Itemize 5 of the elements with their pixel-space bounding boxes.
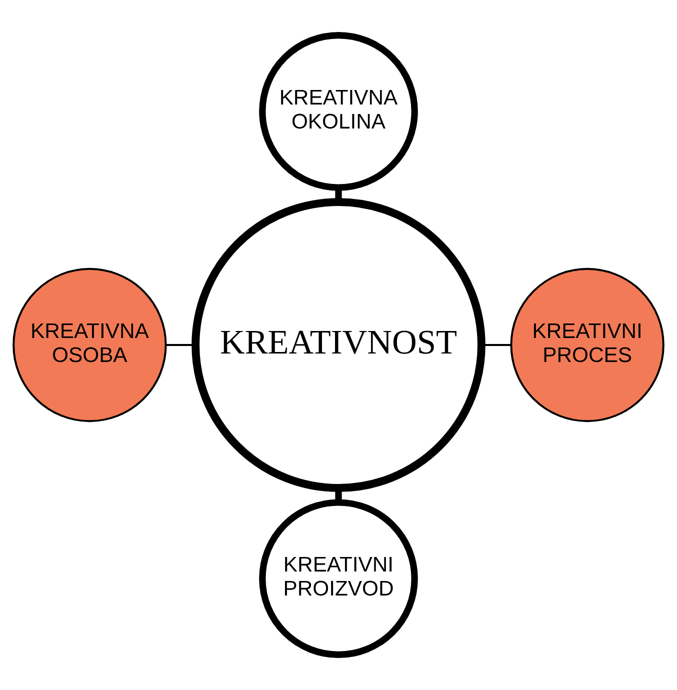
- node-circle: KREATIVNOST: [192, 198, 486, 492]
- node-circle: KREATIVNI PROCES: [510, 268, 664, 422]
- node-circle: KREATIVNI PROIZVOD: [259, 499, 418, 658]
- node-circle: KREATIVNA OKOLINA: [259, 32, 418, 191]
- node-circle: KREATIVNA OSOBA: [12, 268, 167, 422]
